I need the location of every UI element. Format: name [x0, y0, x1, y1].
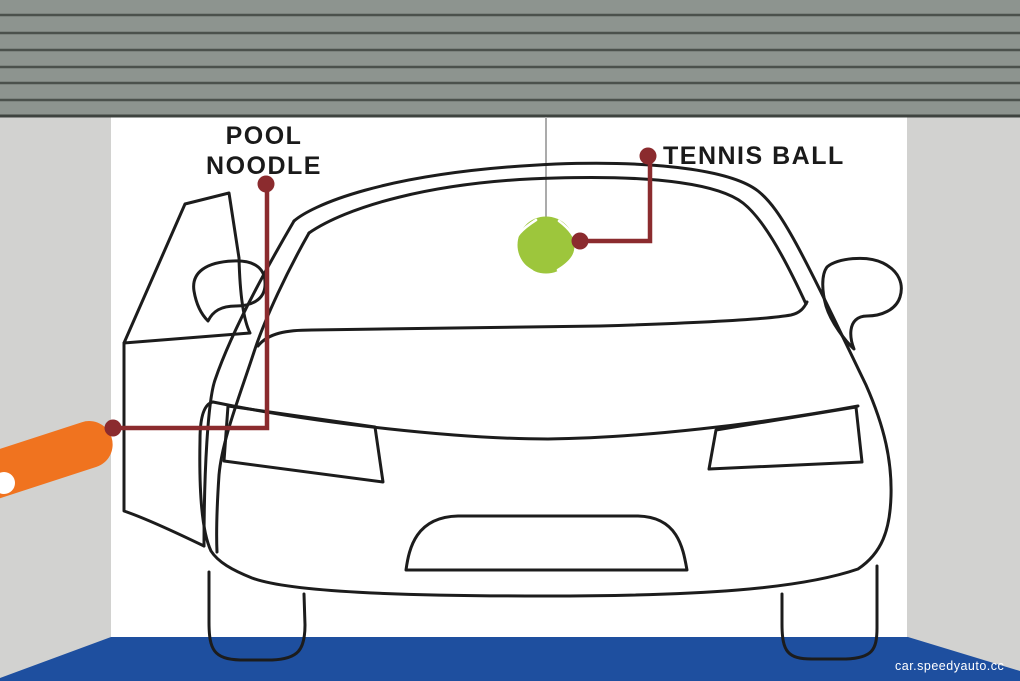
- car-left-mirror: [192, 259, 267, 323]
- pool-noodle-label-line1: POOL: [225, 122, 303, 150]
- garage-door-panel: [0, 0, 1020, 117]
- car-open-door-body: [122, 341, 206, 548]
- leader-dot-ball-label: [639, 147, 657, 165]
- garage-door-slat-lines: [0, 13, 1020, 102]
- car: [122, 161, 903, 662]
- floor: [0, 637, 1020, 681]
- car-windshield-top: [307, 175, 808, 306]
- car-windshield-bottom: [256, 300, 809, 348]
- pool-noodle-label: POOL NOODLE: [186, 121, 342, 181]
- pool-noodle: [0, 421, 113, 514]
- tennis-ball-circle: [517, 216, 575, 274]
- leader-dot-noodle-label: [257, 175, 275, 193]
- car-wheel-right: [780, 564, 879, 661]
- car-left-a-pillar-outer: [202, 219, 296, 548]
- right-wall: [907, 117, 1020, 681]
- car-left-a-pillar-inner: [215, 231, 311, 554]
- garage-door: [0, 0, 1020, 118]
- annotations: [104, 147, 657, 437]
- car-headlight-right: [707, 405, 864, 471]
- leader-line-tennis-ball: [580, 158, 653, 244]
- car-right-mirror: [821, 256, 903, 351]
- leader-dot-noodle-tip: [104, 419, 122, 437]
- watermark-text: car.speedyauto.cc: [895, 659, 1005, 673]
- car-headlight-left: [222, 404, 385, 484]
- tennis-ball-label: TENNIS BALL: [663, 142, 845, 170]
- pool-noodle-hole: [0, 472, 15, 494]
- car-grille: [404, 514, 689, 572]
- left-wall: [0, 117, 111, 681]
- pool-noodle-label-line2: NOODLE: [206, 152, 322, 180]
- leader-dot-ball-tip: [571, 232, 589, 250]
- car-body-outline: [198, 161, 893, 598]
- pool-noodle-tube: [0, 421, 113, 514]
- car-wheel-left: [207, 570, 307, 662]
- leader-line-pool-noodle: [113, 186, 270, 431]
